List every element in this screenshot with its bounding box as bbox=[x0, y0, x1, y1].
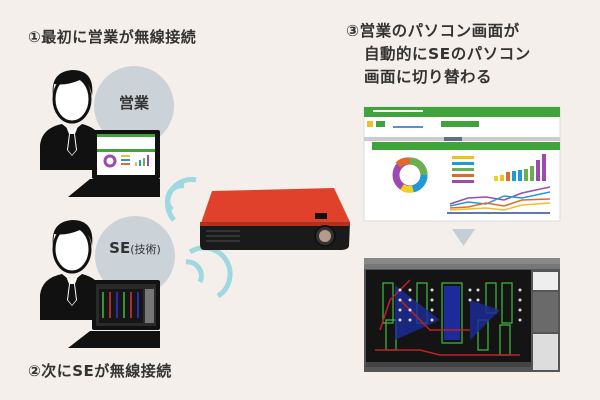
step3-line-2: 自動的にSEのパソコン bbox=[364, 45, 531, 63]
step2-caption: ②次にSEが無線接続 bbox=[28, 362, 172, 380]
step3-line-1: ③営業のパソコン画面が bbox=[346, 22, 520, 40]
se-role-label: SE bbox=[109, 239, 131, 257]
se-role-sub: (技術) bbox=[130, 243, 161, 256]
step3-line-3: 画面に切り替わる bbox=[364, 68, 493, 86]
step1-caption: ①最初に営業が無線接続 bbox=[28, 28, 197, 46]
sales-role-label: 営業 bbox=[118, 93, 149, 112]
step3-caption: ③営業のパソコン画面が 自動的にSEのパソコン 画面に切り替わる bbox=[346, 20, 531, 89]
